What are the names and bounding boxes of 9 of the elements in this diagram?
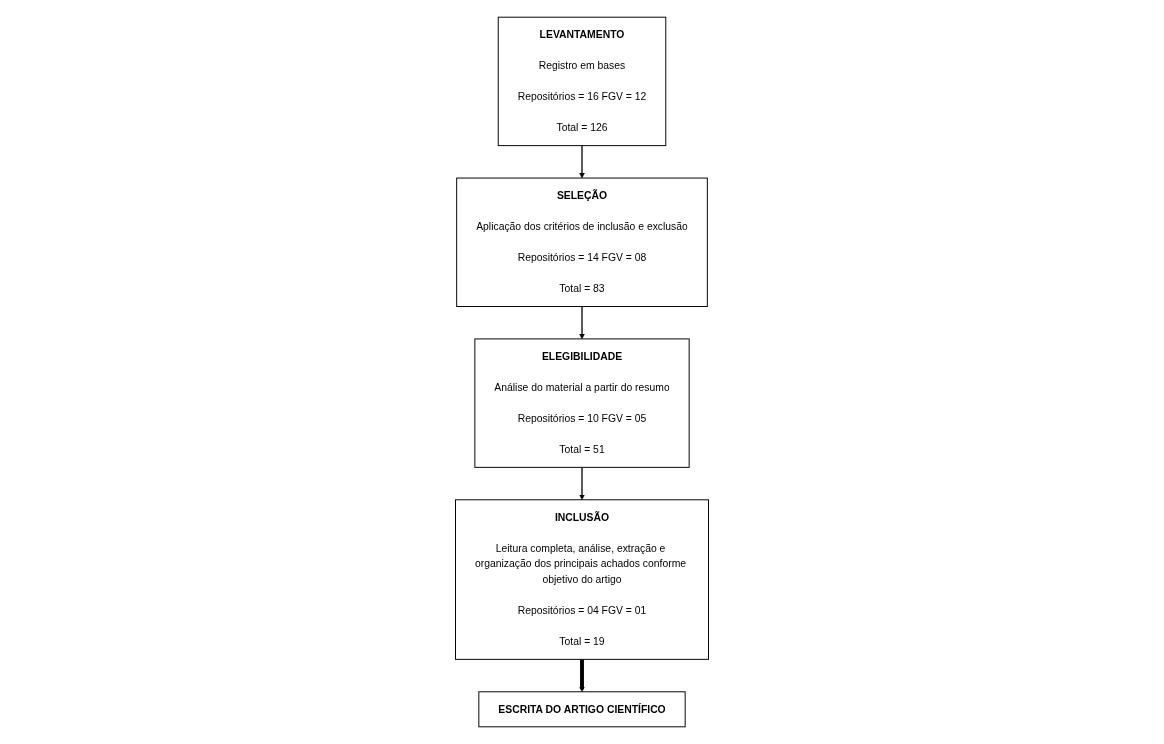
arrow (579, 305, 585, 340)
arrow (579, 144, 585, 179)
arrow (579, 466, 585, 501)
node-box: ELEGIBILIDADE Análise do material a partir do resumo Repositórios = 10 FGV = 05 Total = 51 (474, 338, 690, 468)
node-box: ESCRITA DO ARTIGO CIENTÍFICO (478, 691, 686, 728)
node-box: INCLUSÃO Leitura completa, análise, extração e organização dos principais achados conforme objetivo do artigo Repositórios = 04 FGV = 01 Total = 19 (455, 499, 709, 660)
node-box: SELEÇÃO Aplicação dos critérios de inclusão e exclusão Repositórios = 14 FGV = 08 Total = 83 (456, 177, 708, 307)
arrow (579, 659, 585, 693)
node-box: LEVANTAMENTO Registro em bases Repositórios = 16 FGV = 12 Total = 126 (497, 16, 667, 147)
